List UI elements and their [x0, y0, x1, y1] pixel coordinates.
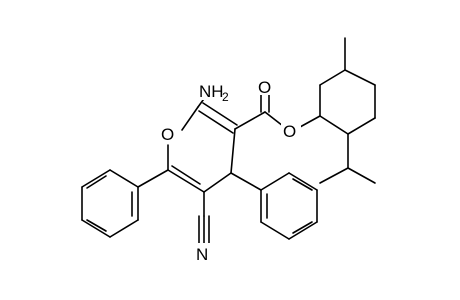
bond-isopropyl-me2	[347, 167, 376, 184]
bond-phl-2	[109, 219, 139, 238]
ring-oxygen-bg	[158, 124, 178, 144]
bond-phr-2	[260, 221, 290, 240]
bond-phr-3	[288, 221, 318, 240]
ring-oxygen-label: O	[161, 125, 174, 144]
nitrile-group	[198, 191, 210, 245]
bond-c5-c6	[167, 169, 205, 193]
menthyl-ring	[319, 37, 376, 184]
bond-c3-c4	[230, 128, 236, 174]
carbonyl-oxygen-bg	[255, 77, 275, 95]
ester-group	[234, 91, 321, 130]
phenyl-right	[230, 172, 318, 240]
bond-carbonyl-ester-o	[264, 111, 284, 127]
bond-ester-o-menthyl	[299, 115, 321, 128]
bond-phr-5	[288, 172, 318, 191]
amino-label: NH	[199, 82, 224, 101]
bond-c4-ph	[230, 172, 262, 191]
nitrile-nitrogen-label: N	[196, 245, 208, 264]
bond-c6-ph	[137, 169, 169, 188]
pyran-ring	[167, 102, 238, 193]
bond-c4-c5	[203, 172, 232, 193]
bond-isopropyl-me1	[319, 167, 349, 184]
amino-subscript: 2	[222, 90, 229, 104]
bond-phl-5	[81, 169, 111, 188]
bond-phl-inner-2	[86, 219, 107, 232]
bond-m3-m4	[344, 69, 376, 86]
bond-m2-m3	[319, 69, 346, 86]
ester-oxygen-label: O	[283, 122, 296, 141]
bond-c2-c3-double	[202, 102, 238, 126]
bond-m5-m6	[347, 117, 376, 135]
bond-phr-inner-2	[292, 221, 313, 234]
carbonyl-oxygen-label: O	[258, 78, 271, 97]
bond-c2-c3	[198, 110, 234, 134]
nitrile-nitrogen-bg	[194, 243, 214, 263]
bond-phl-inner-3	[86, 175, 107, 189]
bond-m6-m1	[319, 115, 349, 135]
bond-phr-inner-3	[292, 178, 313, 191]
bond-phl-6	[109, 169, 139, 188]
bond-c3-carbonyl	[234, 111, 266, 130]
bond-c5-c6-double	[171, 165, 201, 185]
bond-phr-6	[260, 172, 290, 191]
phenyl-left	[81, 169, 169, 238]
bond-phl-3	[81, 219, 111, 238]
bond-o1-c2	[181, 106, 199, 131]
amino-bg	[198, 80, 234, 100]
ester-oxygen-bg	[281, 120, 301, 140]
